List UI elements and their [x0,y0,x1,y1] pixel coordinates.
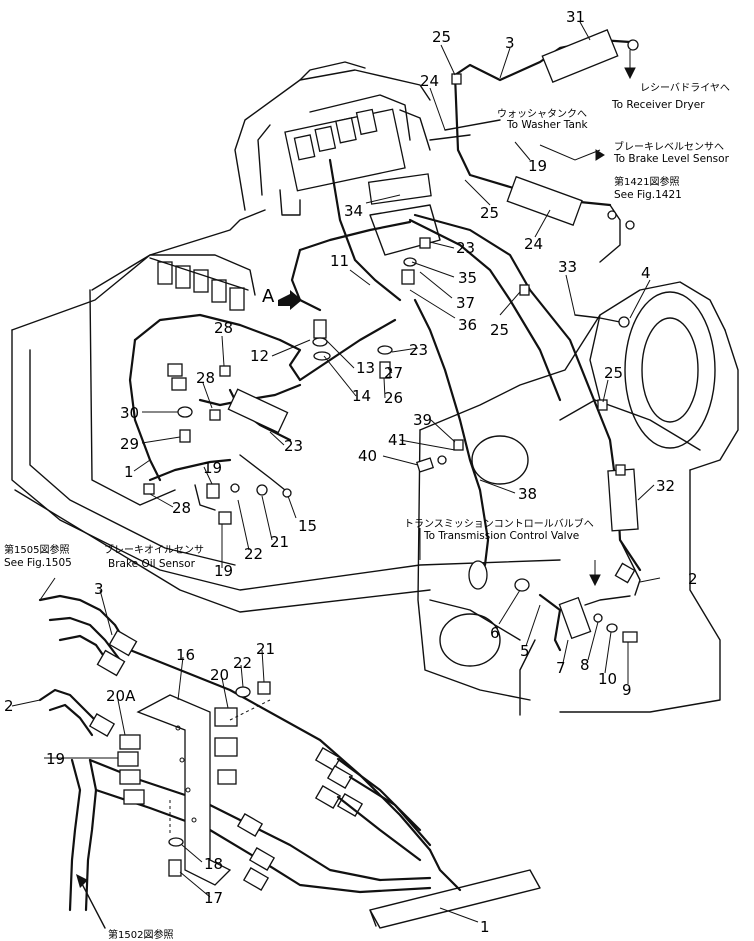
callout-6: 6 [490,624,500,642]
label-brake-level-jp: ブレーキレベルセンサへ [614,140,724,153]
callout-29: 29 [120,435,139,453]
callout-25-b: 25 [480,204,499,222]
label-brake-oil-en: Brake Oil Sensor [108,558,196,570]
label-receiver-jp: レシーバドライヤへ [640,82,730,94]
callout-13: 13 [356,359,375,377]
callout-28-a: 28 [214,319,233,337]
callout-18: 18 [204,855,223,873]
callout-28-c: 28 [172,499,191,517]
callout-21-a: 21 [270,533,289,551]
callout-39: 39 [413,411,432,429]
callout-8: 8 [580,656,590,674]
callout-2-a: 2 [688,570,698,588]
callout-25-c: 25 [490,321,509,339]
machine-frame-outline [11,61,739,716]
label-fig1421-jp: 第1421図参照 [614,175,679,188]
callout-30: 30 [120,404,139,422]
callout-22-b: 22 [233,654,252,672]
callout-27: 27 [384,364,403,382]
label-brake-oil-jp: ブレーキオイルセンサ [104,543,204,556]
callout-23-a: 23 [456,239,475,257]
callout-36: 36 [458,316,477,334]
callout-14: 14 [352,387,371,405]
part-callouts: 31 25 3 24 19 25 24 34 23 35 37 36 11 33… [4,8,698,936]
callout-32: 32 [656,477,675,495]
callout-24-a: 24 [420,72,439,90]
callout-26: 26 [384,389,403,407]
annotation-labels: A レシーバドライヤへ To Receiver Dryer ウォッシャタンクへ … [4,82,730,941]
callout-3-b: 3 [94,580,104,598]
lower-harness-exploded [38,594,541,929]
connector-bank [149,257,249,311]
label-washer-en: To Washer Tank [506,119,589,131]
callout-21-b: 21 [256,640,275,658]
callout-19-a: 19 [528,157,547,175]
callout-35: 35 [458,269,477,287]
callout-7: 7 [556,659,566,677]
label-brake-level-en: To Brake Level Sensor [613,153,730,165]
callout-20: 20 [210,666,229,684]
view-marker-a: A [262,286,275,307]
callout-10: 10 [598,670,617,688]
callout-3-a: 3 [505,34,515,52]
harness-left [128,313,397,525]
label-fig1421-en: See Fig.1421 [614,189,682,201]
label-fig1505-en: See Fig.1505 [4,557,72,569]
callout-23-b: 23 [409,341,428,359]
label-trans-en: To Transmission Control Valve [423,530,579,542]
callout-22-a: 22 [244,545,263,563]
callout-2-b: 2 [4,697,14,715]
label-fig1502-jp: 第1502図参照 [108,928,173,941]
callout-25-a: 25 [432,28,451,46]
callout-23-c: 23 [284,437,303,455]
callout-1-a: 1 [124,463,134,481]
callout-12: 12 [250,347,269,365]
label-fig1505-jp: 第1505図参照 [4,543,69,556]
callout-11: 11 [330,252,349,270]
callout-41: 41 [388,431,407,449]
leader-lines [11,21,661,923]
callout-16: 16 [176,646,195,664]
callout-28-b: 28 [196,369,215,387]
callout-38: 38 [518,485,537,503]
label-washer-jp: ウォッシャタンクへ [497,108,587,120]
center-fasteners [278,237,447,473]
callout-20a: 20A [106,687,136,705]
callout-5: 5 [520,642,530,660]
callout-24-b: 24 [524,235,543,253]
callout-31: 31 [566,8,585,26]
callout-19-b: 19 [203,459,222,477]
callout-15: 15 [298,517,317,535]
callout-9: 9 [622,681,632,699]
callout-17: 17 [204,889,223,907]
harness-upper [290,29,642,590]
callout-1-b: 1 [480,918,490,936]
callout-37: 37 [456,294,475,312]
callout-19-d: 19 [46,750,65,768]
label-trans-jp: トランスミッションコントロールバルブへ [404,517,594,530]
label-receiver-en: To Receiver Dryer [611,99,705,111]
callout-4: 4 [641,264,651,282]
callout-34: 34 [344,202,363,220]
relay-block [279,94,441,256]
callout-33: 33 [558,258,577,276]
right-lower-sensor [514,539,641,652]
callout-19-c: 19 [214,562,233,580]
callout-40: 40 [358,447,377,465]
callout-25-d: 25 [604,364,623,382]
